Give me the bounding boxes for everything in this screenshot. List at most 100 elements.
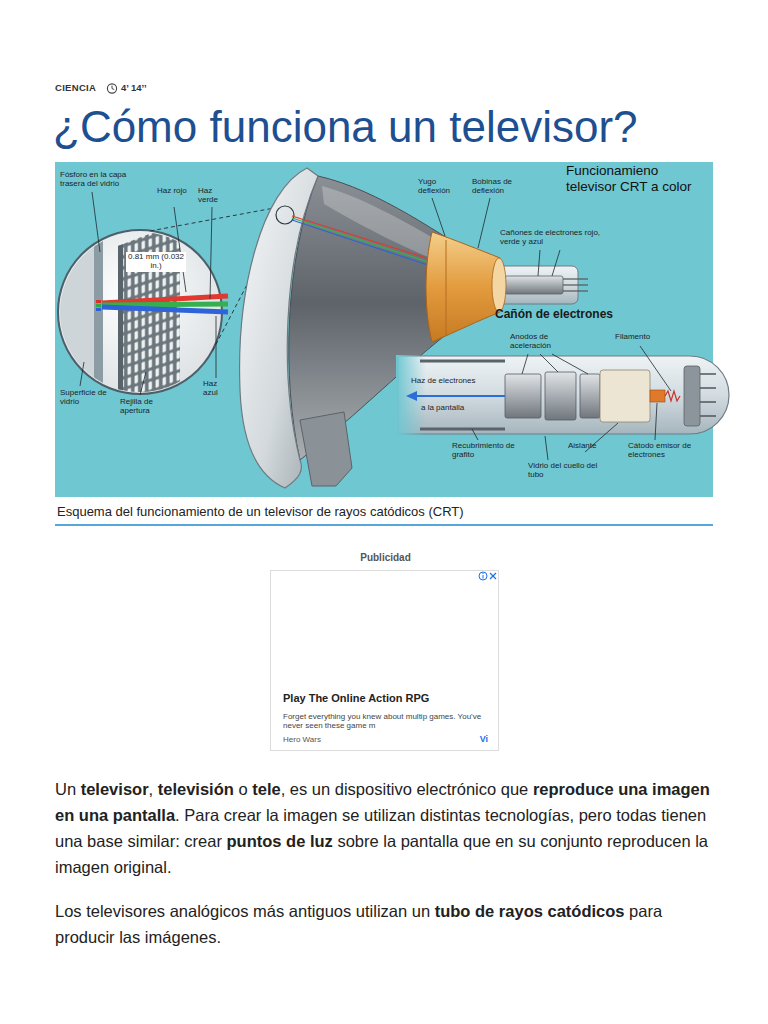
ad-choice-icons [490,573,496,579]
leader-lines [552,250,560,276]
beam-label: Haz verde [198,187,232,205]
part-label: a la pantalla [421,404,464,413]
leader-lines [538,250,540,276]
leader-lines [522,354,528,374]
dimension-label: 0.81 mm (0.032 in.) [126,252,186,272]
ad-choice-icons [479,572,487,580]
electron-gun-detail [580,374,600,418]
part-label: Anodos de aceleración [510,333,565,351]
ad-choice-icons [479,572,496,580]
part-label: Cátodo emisor de electrones [628,442,692,460]
ad-body: Forget everything you knew about multip … [283,712,488,730]
part-label: Cañones de electrones rojo, verde y azul [500,229,605,247]
emphasis-text: televisión [158,780,234,798]
body-text: , es un dispositivo electrónico que [281,780,533,798]
leader-lines [545,436,548,460]
leader-lines [552,354,588,374]
part-label: Vidrio del cuello del tubo [528,462,604,480]
ad-choice-icons [483,575,484,579]
crt-tube [300,412,352,486]
crt-tube [446,240,447,336]
emphasis-text: puntos de luz [227,832,333,850]
electron-gun-detail [700,415,716,417]
crt-tube [563,278,588,279]
leader-lines [432,198,445,236]
caption-rule [55,524,713,526]
electron-gun-detail [545,372,576,420]
leader-lines [478,198,490,248]
magnified-screen-detail [96,300,101,303]
magnified-screen-detail [55,222,228,420]
body-text: , [149,780,158,798]
leader-lines [472,429,478,440]
page-title: ¿Cómo funciona un televisor? [53,102,638,152]
emphasis-text: tubo de rayos catódicos [435,902,625,920]
beam-label: Haz azul [203,380,233,398]
part-label: Recubrimiento de grafito [452,442,526,460]
diagram-background [55,162,713,497]
electron-gun-detail [398,356,729,434]
electron-gun-detail [650,390,665,402]
leader-lines [174,207,186,292]
body-text: Los televisores analógicos más antiguos … [55,902,435,920]
electron-gun-detail [700,387,716,389]
electron-gun-detail [420,360,505,363]
body-text: Un [55,780,81,798]
electron-gun-detail [396,355,729,436]
diagram-background [55,162,713,497]
body-text: o [234,780,252,798]
ad-box: PublicidadPlay The Online Action RPGForg… [270,570,499,751]
electron-gun-detail [420,428,505,431]
leader-lines [216,316,217,378]
magnified-screen-detail [102,304,228,305]
electron-gun-detail [416,395,505,397]
leader-lines [540,354,558,372]
crt-tube [563,290,588,291]
part-label: Superficie de vidrio [60,389,110,407]
ad-choice-icons [490,573,496,579]
part-label: Filamento [615,333,650,342]
magnified-screen-detail [94,232,103,402]
crt-tube [563,284,588,285]
part-label: Aislante [568,442,596,451]
section-clock-icon [112,89,114,90]
leader-lines [210,207,212,299]
magnified-screen-detail [102,307,228,312]
electron-gun-detail [505,374,541,418]
caption-rule [55,525,713,526]
ad-advertiser: Hero Wars [283,735,321,744]
section-clock-icon [107,84,116,93]
magnified-screen-detail [96,308,101,311]
crt-tube [240,168,588,488]
magnified-screen-detail [96,304,101,307]
electron-gun-detail [600,370,650,422]
ad-choice-icons [482,573,483,574]
part-label: Rejilla de apertura [120,398,170,416]
leader-lines [140,372,146,395]
section-label: Cañón de electrones [495,308,613,321]
leader-lines [640,346,671,391]
crt-tube [492,258,506,312]
reading-time: 4’ 14’’ [121,83,147,94]
magnified-screen-detail [118,244,123,405]
crt-tube [276,206,294,224]
ad-headline: Play The Online Action RPG [283,692,429,705]
diagram-heading: Funcionamieno televisor CRT a color [566,163,712,194]
beam-label: Haz rojo [157,187,191,196]
emphasis-text: televisor [81,780,149,798]
part-label: Fósforo en la capa trasera del vidrio [60,171,144,189]
electron-gun-detail [700,401,716,403]
section-tag: CIENCIA [55,83,96,94]
part-label: Yugo deflexión [418,178,462,196]
crt-tube [505,276,563,294]
part-label: Haz de electrones [411,377,475,386]
section-clock-icon [112,86,113,89]
ad-heading: Publicidad [271,552,500,564]
ad-link: Vi [480,734,488,744]
leader-lines [80,362,84,386]
emphasis-text: tele [252,780,280,798]
leader-lines [92,192,100,252]
crt-tube [426,232,500,342]
section-clock-icon [107,84,116,93]
